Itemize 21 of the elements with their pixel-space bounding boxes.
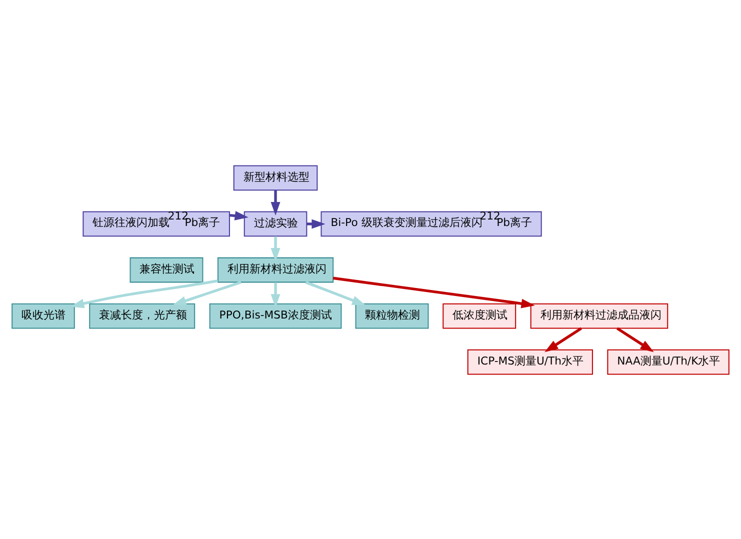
node-box: 衰减长度，光产额 [89, 302, 196, 328]
node-box: 颗粒物检测 [355, 302, 429, 328]
node-box: PPO,Bis-MSB浓度测试 [209, 302, 342, 328]
node-box: 低浓度测试 [442, 302, 516, 328]
node-box: 利用新材料过滤成品液闪 [530, 302, 668, 328]
node-box: 过滤实验 [244, 210, 308, 236]
arrow [616, 326, 654, 352]
arrow [70, 278, 218, 308]
node-box: 兼容性测试 [130, 256, 204, 282]
node-box: NAA测量U/Th/K水平 [607, 348, 730, 374]
arrow [270, 282, 280, 308]
node-box: 吸收光谱 [12, 302, 75, 328]
node-box: ICP-MS测量U/Th水平 [467, 348, 593, 374]
arrow [544, 326, 582, 352]
node-box: 利用新材料过滤液闪 [217, 256, 334, 282]
arrow [172, 280, 242, 305]
arrow [305, 280, 366, 305]
arrow [332, 276, 535, 308]
arrow [270, 190, 280, 216]
arrow [270, 236, 280, 262]
node-box: 新型材料选型 [233, 164, 318, 190]
